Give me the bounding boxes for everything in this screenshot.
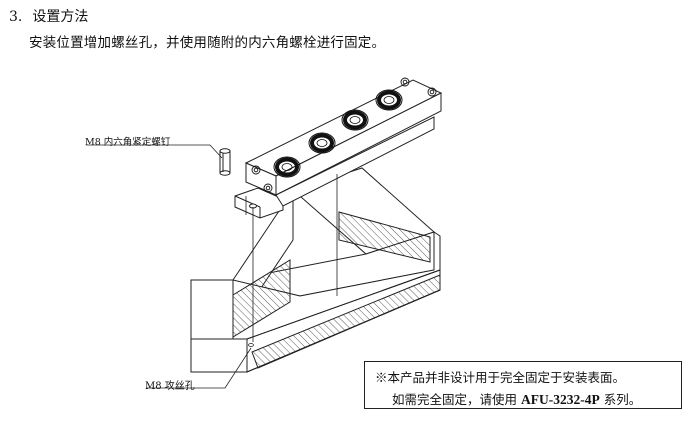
leader-lines <box>86 144 338 389</box>
mounting-base <box>190 167 441 373</box>
note-line-2: 如需完全固定，请使用 AFU-3232-4P 系列。 <box>392 389 641 408</box>
note-model-number: AFU-3232-4P <box>521 392 600 407</box>
port-ring-4 <box>375 89 403 111</box>
callout-set-screw: M8 内六角紧定螺钉 <box>85 137 171 148</box>
port-ring-1 <box>273 156 301 178</box>
port-ring-2 <box>308 132 336 154</box>
callout-tapped-hole: M8 攻丝孔 <box>145 381 195 392</box>
note-line-1: ※本产品并非设计用于完全固定于安装表面。 <box>375 370 626 385</box>
note-line-2-prefix: 如需完全固定，请使用 <box>392 392 518 407</box>
set-screw <box>219 148 231 176</box>
note-line-2-suffix: 系列。 <box>603 392 642 407</box>
port-rings <box>251 77 437 193</box>
section-number: 3. <box>9 9 23 25</box>
corner-screws <box>251 77 437 193</box>
note-box: ※本产品并非设计用于完全固定于安装表面。 如需完全固定，请使用 AFU-3232… <box>364 361 682 409</box>
unit-rail <box>234 79 443 219</box>
instruction-text: 安装位置增加螺丝孔，并使用随附的内六角螺栓进行固定。 <box>29 35 386 51</box>
section-title: 设置方法 <box>32 9 89 25</box>
port-ring-3 <box>341 109 369 131</box>
section-heading: 3. 设置方法 <box>9 6 88 26</box>
